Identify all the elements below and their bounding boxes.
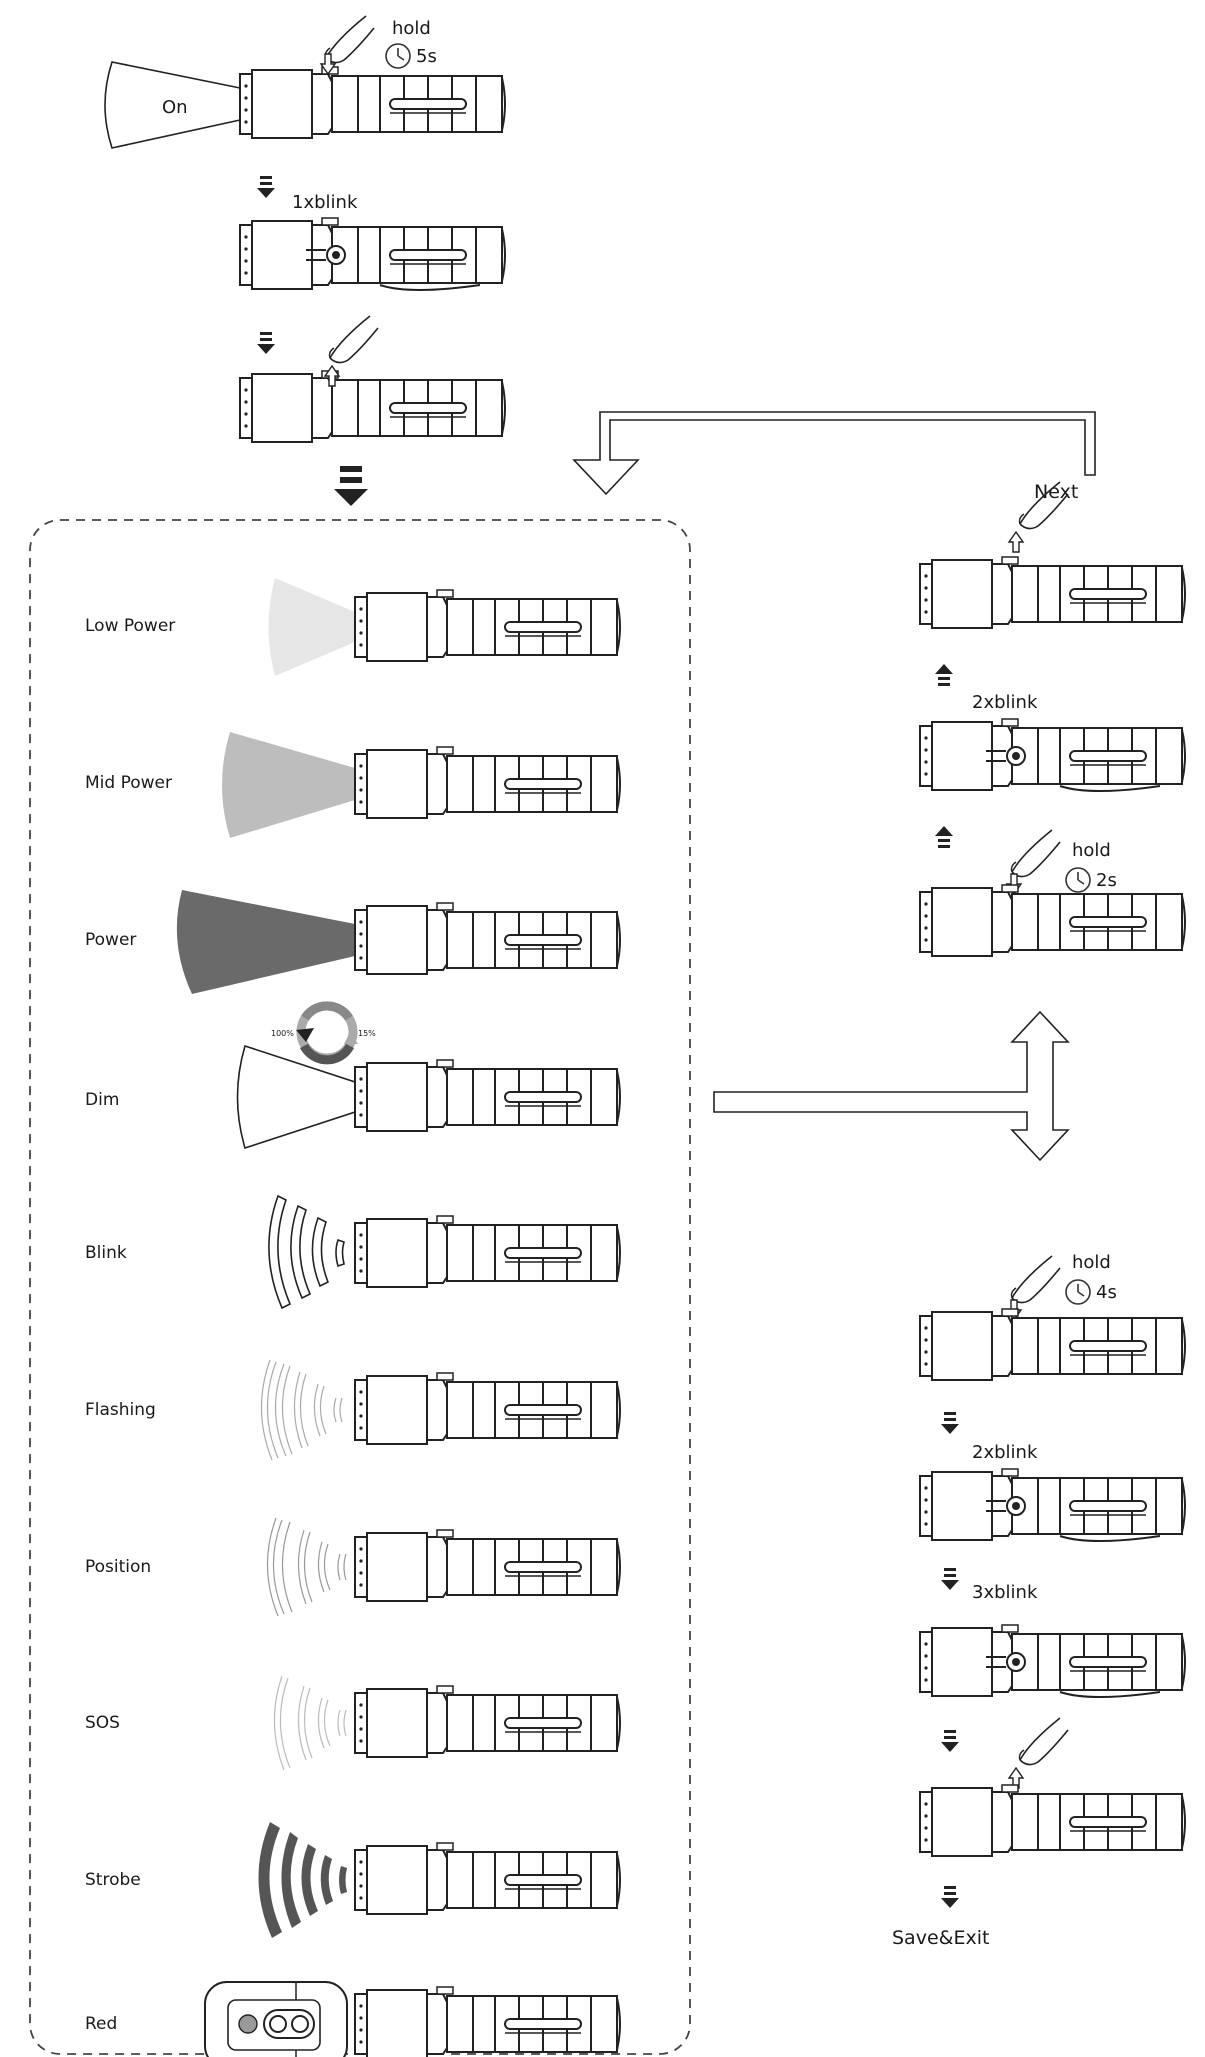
save-exit-label: Save&Exit xyxy=(892,1927,989,1949)
finger-press-icon xyxy=(1010,1255,1061,1304)
flashlight-icon xyxy=(239,370,506,443)
mode-low-power: Low Power xyxy=(85,578,621,676)
flashlight-blink-icon xyxy=(920,1469,1185,1541)
clock-icon xyxy=(385,43,411,69)
flashlight-icon xyxy=(354,1685,621,1758)
clock-icon xyxy=(1065,1279,1091,1305)
blink-waves-icon xyxy=(268,1194,345,1310)
flashlight-icon xyxy=(919,1308,1186,1381)
step-on: On hold 5s xyxy=(104,15,506,149)
beam-dim-icon xyxy=(236,1044,356,1150)
mode-flashing: Flashing xyxy=(85,1359,621,1461)
finger-release-icon xyxy=(1018,1717,1069,1766)
flashlight-icon xyxy=(354,1986,621,2057)
dim-min-label: 15% xyxy=(358,1029,376,1038)
dim-max-label: 100% xyxy=(271,1029,294,1038)
beam-low-icon xyxy=(268,578,355,676)
mode-power: Power xyxy=(85,890,621,994)
finger-press-icon xyxy=(1010,829,1061,878)
flashlight-icon xyxy=(354,589,621,662)
next-blink-label: 2xblink xyxy=(972,692,1038,713)
save-hold-label: hold xyxy=(1072,1252,1111,1273)
flashing-waves-icon xyxy=(260,1359,343,1461)
flashlight-icon xyxy=(239,66,506,139)
red-light-icon xyxy=(204,1981,348,2057)
flashlight-blink-icon xyxy=(920,1625,1185,1697)
step-down-icon xyxy=(941,1412,959,1434)
flashlight-icon xyxy=(354,902,621,975)
next-hold-time: 2s xyxy=(1096,870,1117,891)
mode-label: Dim xyxy=(85,1090,119,1110)
mode-blink: Blink xyxy=(85,1194,621,1310)
blink-label-top: 1xblink xyxy=(292,192,358,213)
flashlight-icon xyxy=(919,556,1186,629)
mode-label: Flashing xyxy=(85,1400,156,1420)
save-blink1-label: 2xblink xyxy=(972,1442,1038,1463)
beam-mid-icon xyxy=(222,732,355,838)
mode-panel xyxy=(29,519,691,2055)
step-down-icon xyxy=(941,1568,959,1590)
mode-label: Blink xyxy=(85,1243,127,1263)
mode-label: SOS xyxy=(85,1713,120,1733)
mode-mid-power: Mid Power xyxy=(85,732,621,838)
mode-dim: Dim 100% 15% xyxy=(85,1001,621,1150)
flashlight-blink-icon xyxy=(240,218,505,290)
flashlight-icon xyxy=(354,1842,621,1915)
step-down-icon xyxy=(257,176,275,198)
hold-time-top: 5s xyxy=(416,46,437,67)
mode-position: Position xyxy=(85,1517,621,1617)
mode-label: Red xyxy=(85,2014,117,2034)
mode-label: Position xyxy=(85,1557,151,1577)
flashlight-icon xyxy=(354,1215,621,1288)
on-label: On xyxy=(162,97,188,118)
flashlight-icon xyxy=(919,1784,1186,1857)
step-down-icon xyxy=(257,332,275,354)
flashlight-icon xyxy=(354,1059,621,1132)
finger-press-icon xyxy=(324,15,375,64)
step-up-icon xyxy=(935,664,953,686)
step-down-icon xyxy=(941,1730,959,1752)
position-waves-icon xyxy=(266,1517,347,1617)
hold-label-top: hold xyxy=(392,18,431,39)
step-up-icon xyxy=(935,826,953,848)
clock-icon xyxy=(1065,867,1091,893)
finger-release-icon xyxy=(328,315,379,364)
flashlight-icon xyxy=(354,1529,621,1602)
strobe-waves-icon xyxy=(258,1822,347,1938)
mode-strobe: Strobe xyxy=(85,1822,621,1938)
flashlight-icon xyxy=(354,746,621,819)
save-hold-time: 4s xyxy=(1096,1282,1117,1303)
mode-sos: SOS xyxy=(85,1675,621,1771)
mode-label: Mid Power xyxy=(85,773,172,793)
mode-label: Power xyxy=(85,930,136,950)
dim-cycle-icon xyxy=(296,1001,358,1065)
step-down-icon xyxy=(941,1886,959,1908)
save-blink2-label: 3xblink xyxy=(972,1582,1038,1603)
branch-arrow-icon xyxy=(713,1010,1070,1162)
flashlight-blink-icon xyxy=(920,719,1185,791)
mode-label: Low Power xyxy=(85,616,175,636)
flashlight-icon xyxy=(919,884,1186,957)
next-label: Next xyxy=(1034,481,1078,503)
sos-waves-icon xyxy=(273,1675,347,1771)
beam-on-icon xyxy=(104,61,241,149)
beam-power-icon xyxy=(176,890,355,994)
release-arrow-icon xyxy=(1008,531,1024,553)
flashlight-icon xyxy=(354,1372,621,1445)
next-hold-label: hold xyxy=(1072,840,1111,861)
step-down-big-icon xyxy=(334,466,368,506)
mode-red: Red xyxy=(85,1981,621,2057)
return-arrow-icon xyxy=(572,411,1096,496)
mode-label: Strobe xyxy=(85,1870,141,1890)
